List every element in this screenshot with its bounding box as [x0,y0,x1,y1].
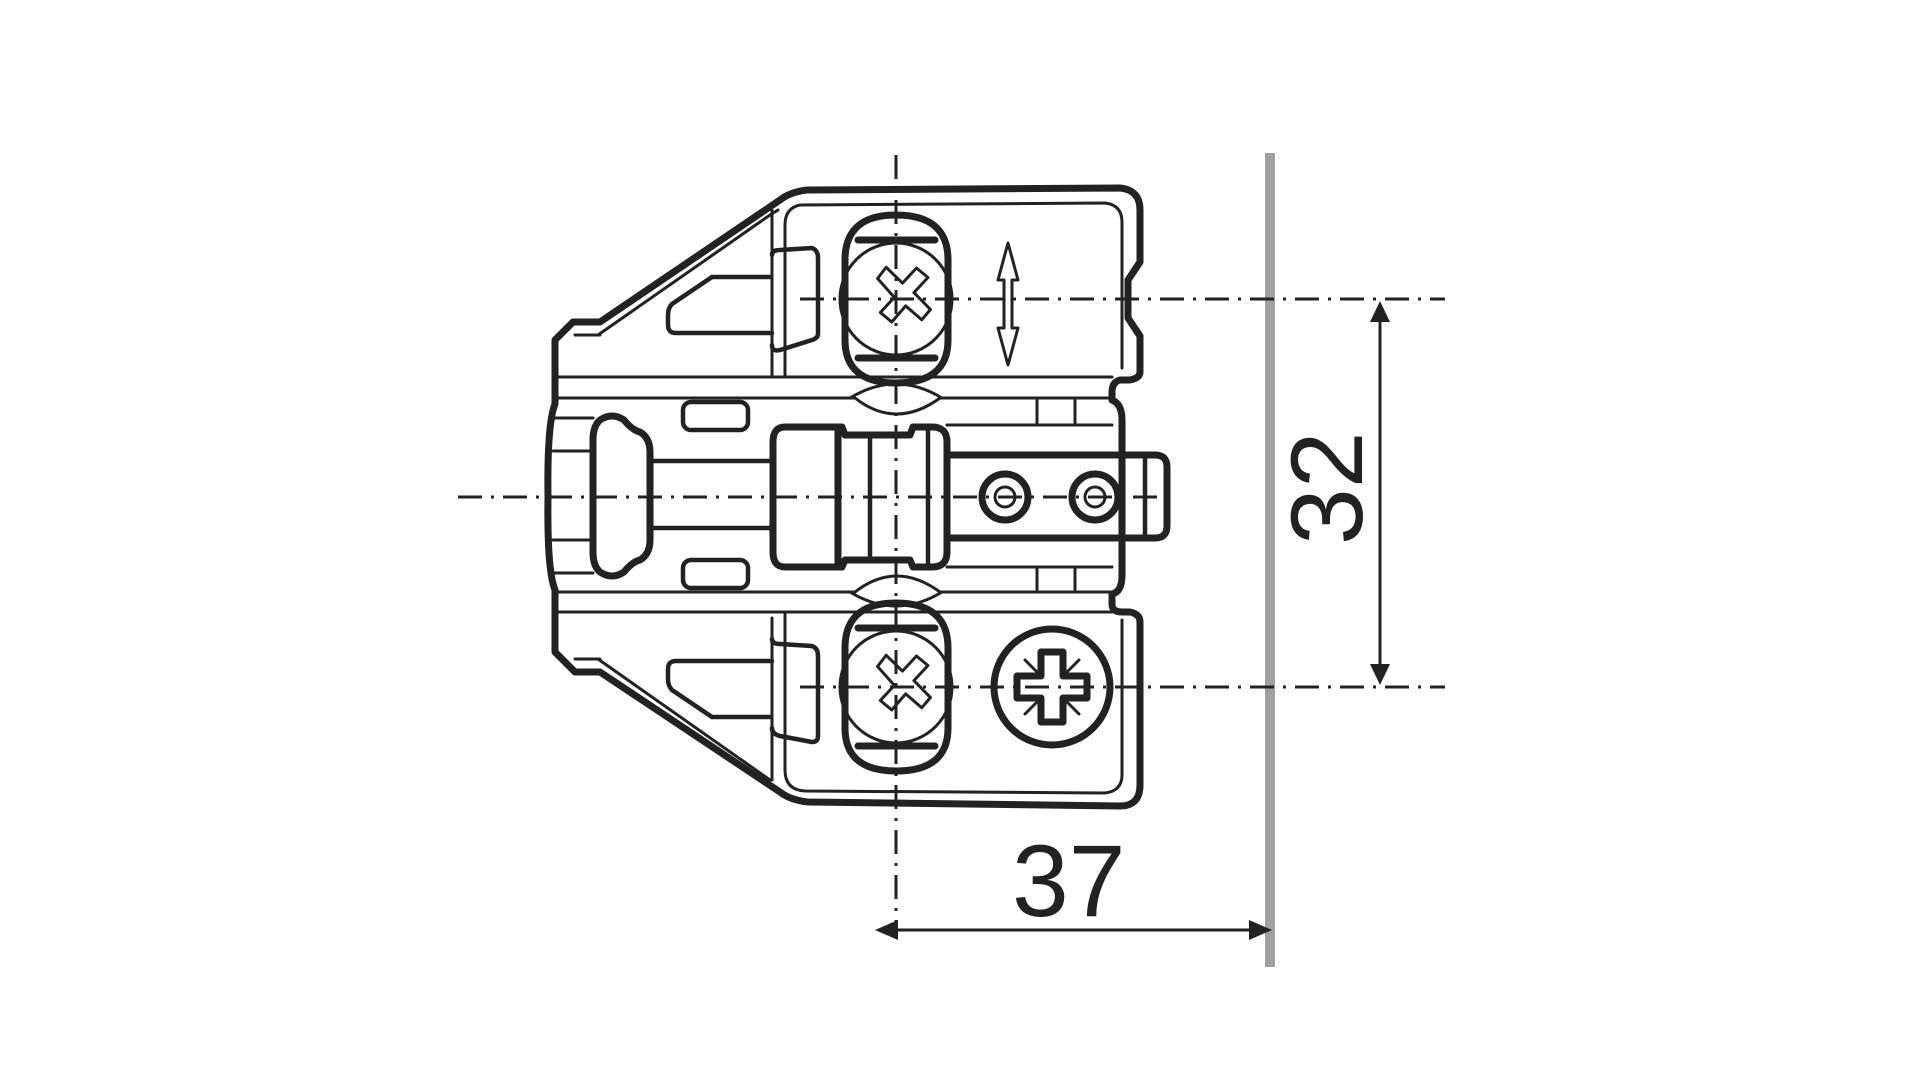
pozidriv-screw-icon [990,625,1114,749]
phillips-screw-icon [838,599,954,775]
knob [589,412,654,580]
slot-top [680,399,751,433]
dimension-32-label: 32 [1270,431,1384,545]
mounting-plate-body [544,184,1144,810]
cam-block [769,423,951,571]
slot-bottom [680,557,751,591]
dimension-37-label: 37 [1012,824,1126,938]
cam-dot-1 [978,470,1032,524]
phillips-screw-icon [838,211,954,387]
cam-dot-2 [1068,470,1122,524]
dimension-37 [875,920,1272,940]
cam-slider [943,451,1171,542]
double-arrow-vertical-icon [996,241,1020,367]
clip-tabs [665,245,821,745]
cabinet-front-edge [1265,153,1275,967]
dimension-32 [1370,301,1390,685]
